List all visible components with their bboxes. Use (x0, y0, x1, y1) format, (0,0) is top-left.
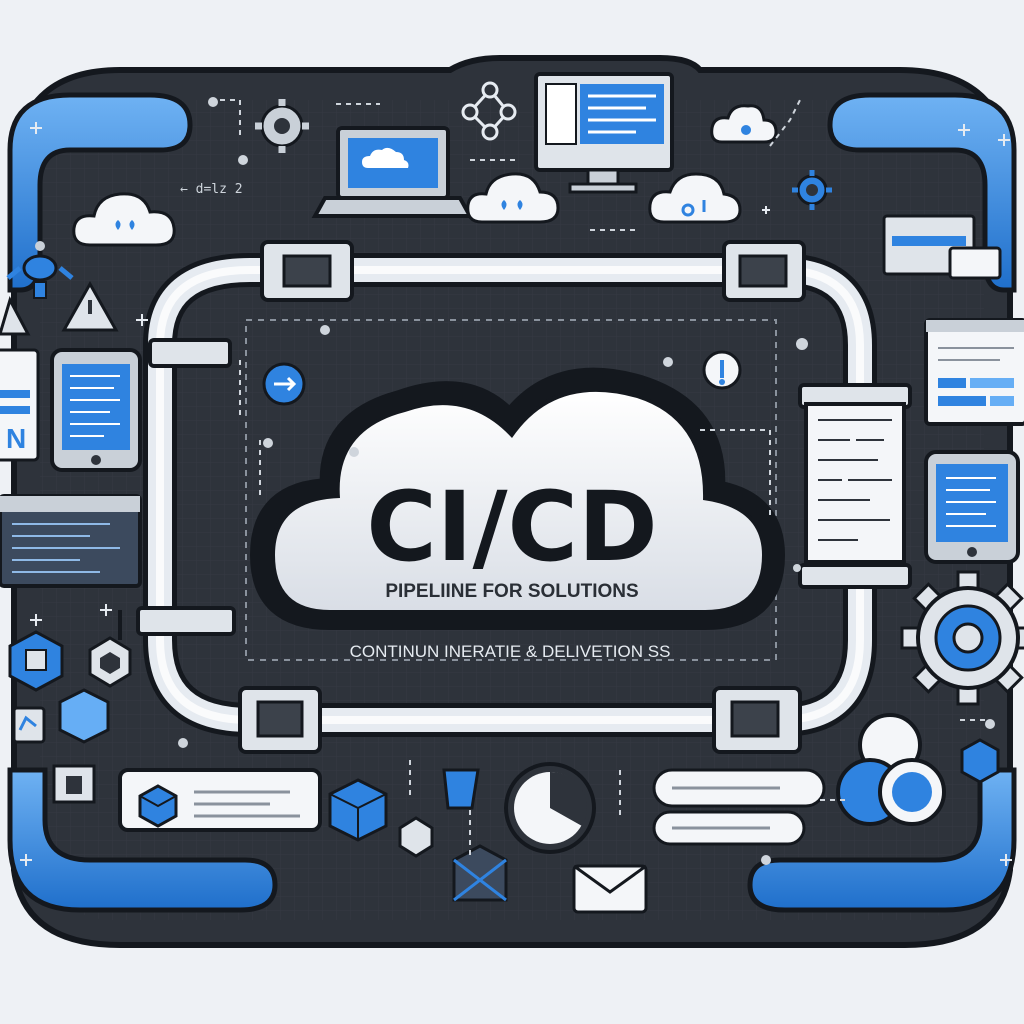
hexagon-icon (88, 636, 132, 688)
monitor-icon (534, 72, 674, 194)
pipe-coupler-top-left (260, 240, 354, 302)
document-icon-left: N (0, 348, 40, 462)
warning-triangle-icon (61, 280, 119, 332)
overlapping-circles-icon (836, 713, 946, 826)
tablet-icon-right (924, 450, 1020, 564)
robot-bird-icon (6, 241, 74, 299)
connector-lines (220, 99, 990, 860)
gear-icon (255, 99, 309, 153)
pipe-clamp-left (136, 338, 236, 636)
cube-icon-2 (58, 688, 110, 744)
cloud-icon-mid (466, 172, 560, 224)
pipe-coupler-top-right (722, 240, 806, 302)
list-card-right (652, 768, 826, 846)
info-badge-icon (702, 350, 742, 390)
central-cloud (250, 367, 785, 630)
cube-icon-right (960, 738, 1000, 784)
warning-triangle-icon-small (0, 296, 31, 336)
pipeline-loop (143, 253, 877, 737)
tablet-icon-left (50, 348, 142, 472)
cloud-icon-right (648, 172, 742, 224)
hexagon-icon-small (398, 816, 434, 858)
blue-rail-bottom-left (7, 767, 278, 913)
connector-dots (178, 97, 995, 865)
package-box-icon (452, 844, 508, 902)
arrow-badge-icon (262, 362, 306, 406)
pipe-coupler-bottom-right (712, 686, 802, 754)
code-panel-right (804, 402, 906, 564)
pie-chart-icon (504, 762, 596, 854)
sparkle-marks (20, 122, 1012, 866)
network-node-icon (461, 81, 517, 141)
envelope-icon (572, 864, 648, 914)
pipe-coupler-bottom-left (238, 686, 322, 754)
hero-tagline: CONTINUN INERATIE & DELIVETION SS (350, 642, 671, 661)
package-card (118, 768, 322, 832)
hero-subtitle: PIPELIINE FOR SOLUTIONS (385, 581, 638, 602)
document-icon-small (12, 706, 46, 744)
formula-label: ← d=lz 2 (180, 182, 243, 197)
code-window-icon-left (0, 494, 142, 588)
gear-icon-large (900, 570, 1024, 706)
cube-icon-3 (328, 778, 388, 842)
hero-title: CI/CD (366, 471, 657, 583)
blue-rail-bottom-right (747, 767, 1017, 913)
gear-icon-small (792, 170, 832, 210)
center-panel-outline (245, 319, 777, 661)
flag-marker-icon (442, 768, 480, 810)
sidebar-code-letter: N (6, 423, 26, 454)
cloud-icon-left (72, 192, 176, 247)
cloud-icon-top-right (710, 104, 778, 144)
window-stack-icon (882, 214, 1002, 280)
document-card-right (924, 318, 1024, 426)
lock-icon (52, 764, 96, 804)
cube-icon-1 (8, 630, 64, 692)
laptop-icon (311, 126, 474, 218)
